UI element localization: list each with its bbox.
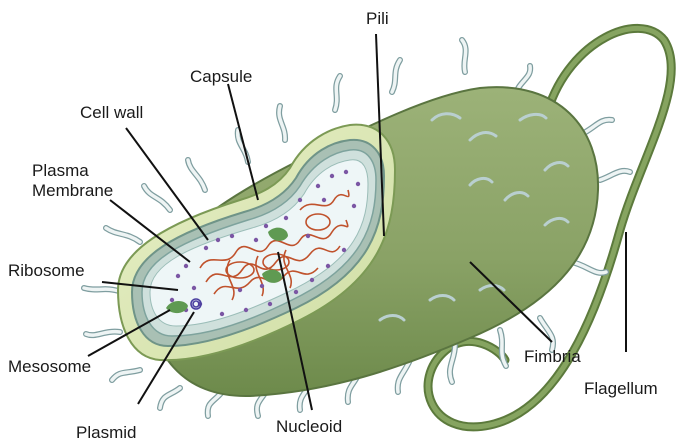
label-mesosome: Mesosome	[8, 357, 91, 376]
label-plasma-membrane-line1: Plasma	[32, 161, 89, 180]
label-plasma-membrane-line2: Membrane	[32, 181, 113, 200]
label-cell-wall: Cell wall	[80, 103, 143, 122]
label-capsule: Capsule	[190, 67, 252, 86]
label-nucleoid: Nucleoid	[276, 417, 342, 436]
label-plasmid: Plasmid	[76, 423, 136, 442]
label-pili: Pili	[366, 9, 389, 28]
label-flagellum: Flagellum	[584, 379, 658, 398]
label-ribosome: Ribosome	[8, 261, 85, 280]
label-fimbria: Fimbria	[524, 347, 581, 366]
